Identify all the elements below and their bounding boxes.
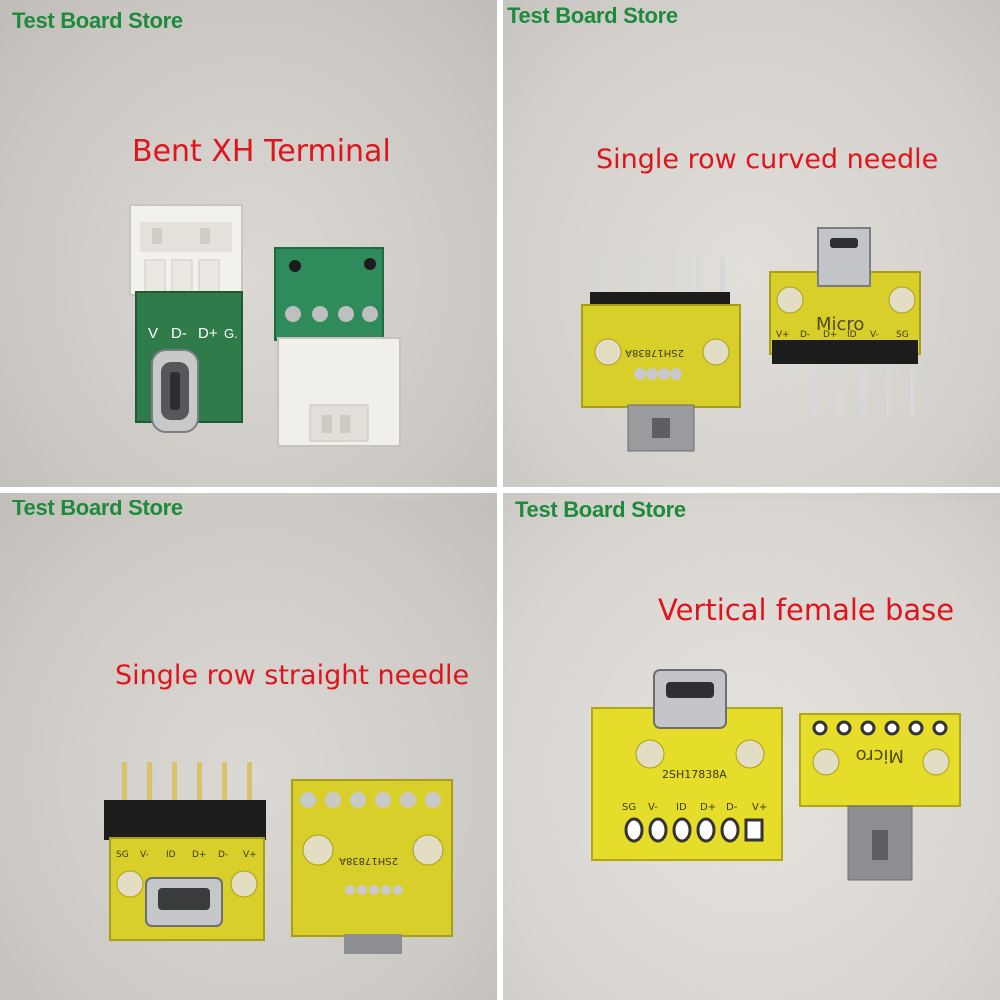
vertical-female-base-photo: 2SH17838A SG V- ID D+ D- V+ (591, 669, 961, 881)
store-watermark: Test Board Store (515, 500, 686, 522)
panel-single-row-straight-needle: Test Board Store Single row straight nee… (0, 500, 500, 1000)
board-brand: Micro (816, 314, 864, 335)
pin-label: V+ (776, 330, 790, 340)
board-print: 2SH17838A (339, 855, 398, 866)
single-row-straight-needle-photo: SG V- ID D+ D- V+ 2SH17838A (104, 762, 453, 954)
pin-label: V+ (752, 802, 767, 813)
pin-label: D- (800, 330, 810, 340)
pin-label: V- (648, 802, 658, 813)
panel-divider-horizontal (0, 487, 1000, 493)
bent-xh-terminal-photo: V D- D+ G. (129, 204, 401, 447)
board-print: 2SH17838A (625, 347, 684, 358)
pin-label: D- (218, 850, 228, 860)
single-row-curved-needle-photo: 2SH17838A Micro V+ D- D+ ID V- SG (581, 227, 921, 452)
pin-label: D- (726, 802, 738, 813)
pin-label: ID (166, 850, 176, 860)
pin-label: SG (116, 850, 129, 860)
store-watermark: Test Board Store (12, 500, 183, 520)
pin-label: V- (870, 330, 879, 340)
panel-divider-vertical (497, 0, 503, 1000)
store-watermark: Test Board Store (12, 8, 183, 33)
pin-label: D+ (823, 330, 837, 340)
pin-label: V- (140, 850, 149, 860)
pin-label: D+ (700, 802, 716, 813)
pin-label: ID (676, 802, 687, 813)
panel-single-row-curved-needle: Test Board Store Single row curved needl… (500, 0, 1000, 500)
pin-label-d-plus: D+ (198, 325, 218, 342)
pin-label: ID (847, 330, 857, 340)
panel-caption: Single row curved needle (596, 144, 939, 175)
pin-label: D+ (192, 850, 206, 860)
pin-label: SG (896, 330, 909, 340)
board-brand: Micro (856, 745, 904, 766)
panel-caption: Bent XH Terminal (132, 134, 391, 169)
pin-label-d-minus: D- (171, 325, 187, 342)
pin-label-g: G. (224, 326, 238, 341)
panel-caption: Vertical female base (658, 593, 955, 627)
store-watermark: Test Board Store (507, 3, 678, 28)
pin-label: SG (622, 802, 636, 813)
pin-label: V+ (243, 850, 257, 860)
pin-label-v: V (148, 325, 158, 342)
panel-bent-xh-terminal: Test Board Store Bent XH Terminal (0, 0, 500, 500)
board-print: 2SH17838A (662, 768, 727, 781)
panel-caption: Single row straight needle (115, 660, 470, 691)
panel-vertical-female-base: Test Board Store Vertical female base 2S… (500, 500, 1000, 1000)
